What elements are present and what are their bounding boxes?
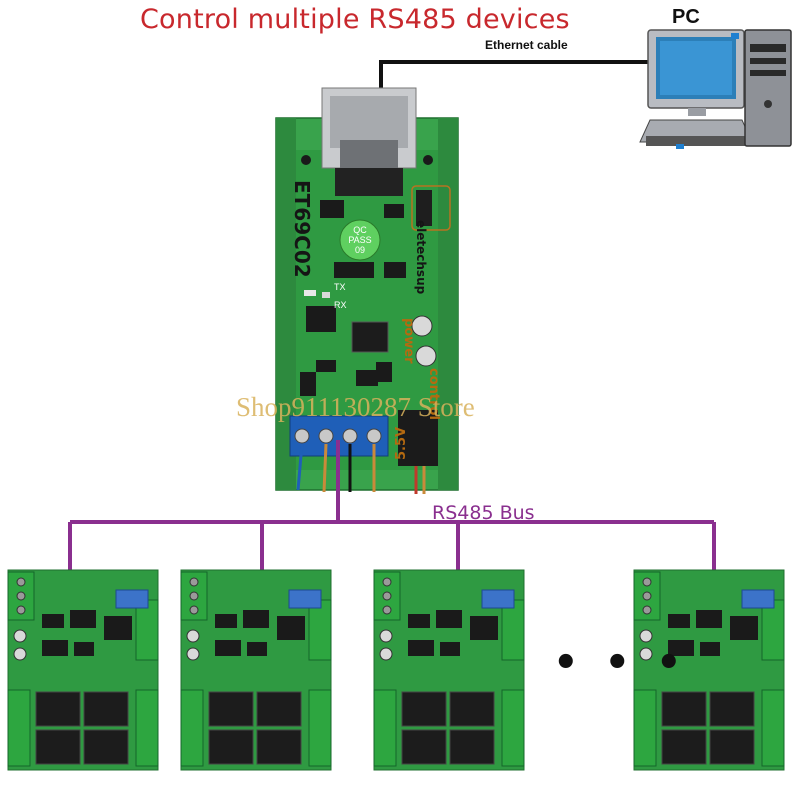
qc-line-1: QC xyxy=(353,225,367,235)
qc-pass-sticker xyxy=(339,219,381,261)
pc-icon xyxy=(639,29,792,149)
slave-board-3 xyxy=(373,569,525,771)
slave-board-2 xyxy=(180,569,332,771)
qc-line-2: PASS xyxy=(348,235,372,245)
ethernet-cable-label: Ethernet cable xyxy=(485,38,568,52)
board-model-label: ET69C02 xyxy=(290,180,314,278)
slave-board-4 xyxy=(633,569,785,771)
store-watermark: Shop911130287 Store xyxy=(236,392,475,422)
diagram-title: Control multiple RS485 devices xyxy=(140,4,570,35)
main-board xyxy=(289,87,451,470)
qc-sticker-text: QC PASS 09 xyxy=(342,225,378,255)
rx-label: RX xyxy=(334,300,347,310)
qc-line-3: 09 xyxy=(354,245,365,255)
ethernet-cable xyxy=(379,60,650,88)
terminal-wires xyxy=(296,443,426,494)
power-terminal-block xyxy=(398,410,438,466)
pc-label: PC xyxy=(672,6,700,28)
voltage-label: 5.5V xyxy=(394,426,409,460)
more-devices-ellipsis: • • • xyxy=(553,640,688,686)
slave-boards xyxy=(7,569,785,771)
power-label: power xyxy=(401,318,416,364)
rs485-bus-label: RS485 Bus xyxy=(432,502,535,524)
rs485-bus xyxy=(68,440,716,572)
rj45-jack xyxy=(321,87,417,196)
board-brand-label: eletechsup xyxy=(414,220,428,295)
slave-board-1 xyxy=(7,569,159,771)
tx-label: TX xyxy=(334,282,346,292)
